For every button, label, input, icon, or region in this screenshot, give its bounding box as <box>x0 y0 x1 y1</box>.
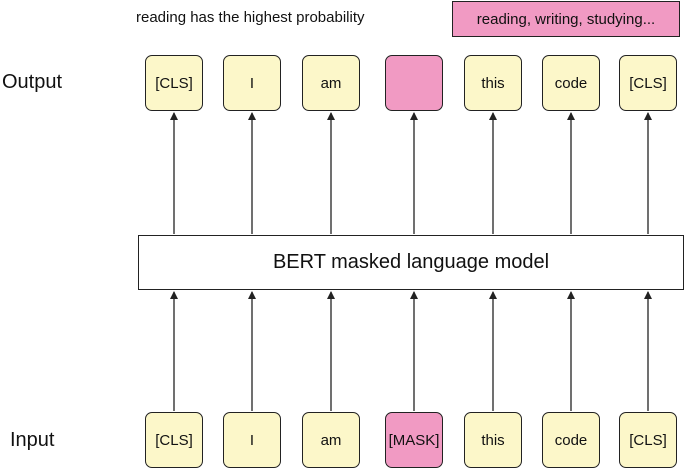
input-token-label: code <box>554 431 588 449</box>
candidate-words-text: reading, writing, studying... <box>476 10 656 28</box>
input-token-0: [CLS] <box>145 412 203 468</box>
input-token-label: I <box>249 431 255 449</box>
output-token-6: [CLS] <box>619 55 677 111</box>
input-token-label: am <box>320 431 342 449</box>
input-token-6: [CLS] <box>619 412 677 468</box>
input-token-3: [MASK] <box>385 412 443 468</box>
input-token-2: am <box>302 412 360 468</box>
output-row-label: Output <box>2 71 63 93</box>
input-token-label: this <box>481 431 505 449</box>
input-token-4: this <box>464 412 522 468</box>
output-token-label: [CLS] <box>155 74 193 92</box>
output-token-0: [CLS] <box>145 55 203 111</box>
output-token-5: code <box>542 55 600 111</box>
output-token-label: this <box>481 74 505 92</box>
input-token-label: [CLS] <box>629 431 667 449</box>
output-token-1: I <box>223 55 281 111</box>
output-token-3 <box>385 55 443 111</box>
bert-model-label: BERT masked language model <box>272 251 550 273</box>
output-token-label: code <box>554 74 588 92</box>
output-token-2: am <box>302 55 360 111</box>
output-token-label: I <box>249 74 255 92</box>
input-token-label: [MASK] <box>388 431 440 449</box>
input-token-5: code <box>542 412 600 468</box>
input-token-label: [CLS] <box>155 431 193 449</box>
probability-note: reading has the highest probability <box>136 9 365 26</box>
output-token-label: am <box>320 74 342 92</box>
input-token-1: I <box>223 412 281 468</box>
input-row-label: Input <box>10 429 55 451</box>
bert-model-box: BERT masked language model <box>138 235 684 290</box>
output-token-label: [CLS] <box>629 74 667 92</box>
candidate-words-box: reading, writing, studying... <box>452 1 680 37</box>
output-token-4: this <box>464 55 522 111</box>
